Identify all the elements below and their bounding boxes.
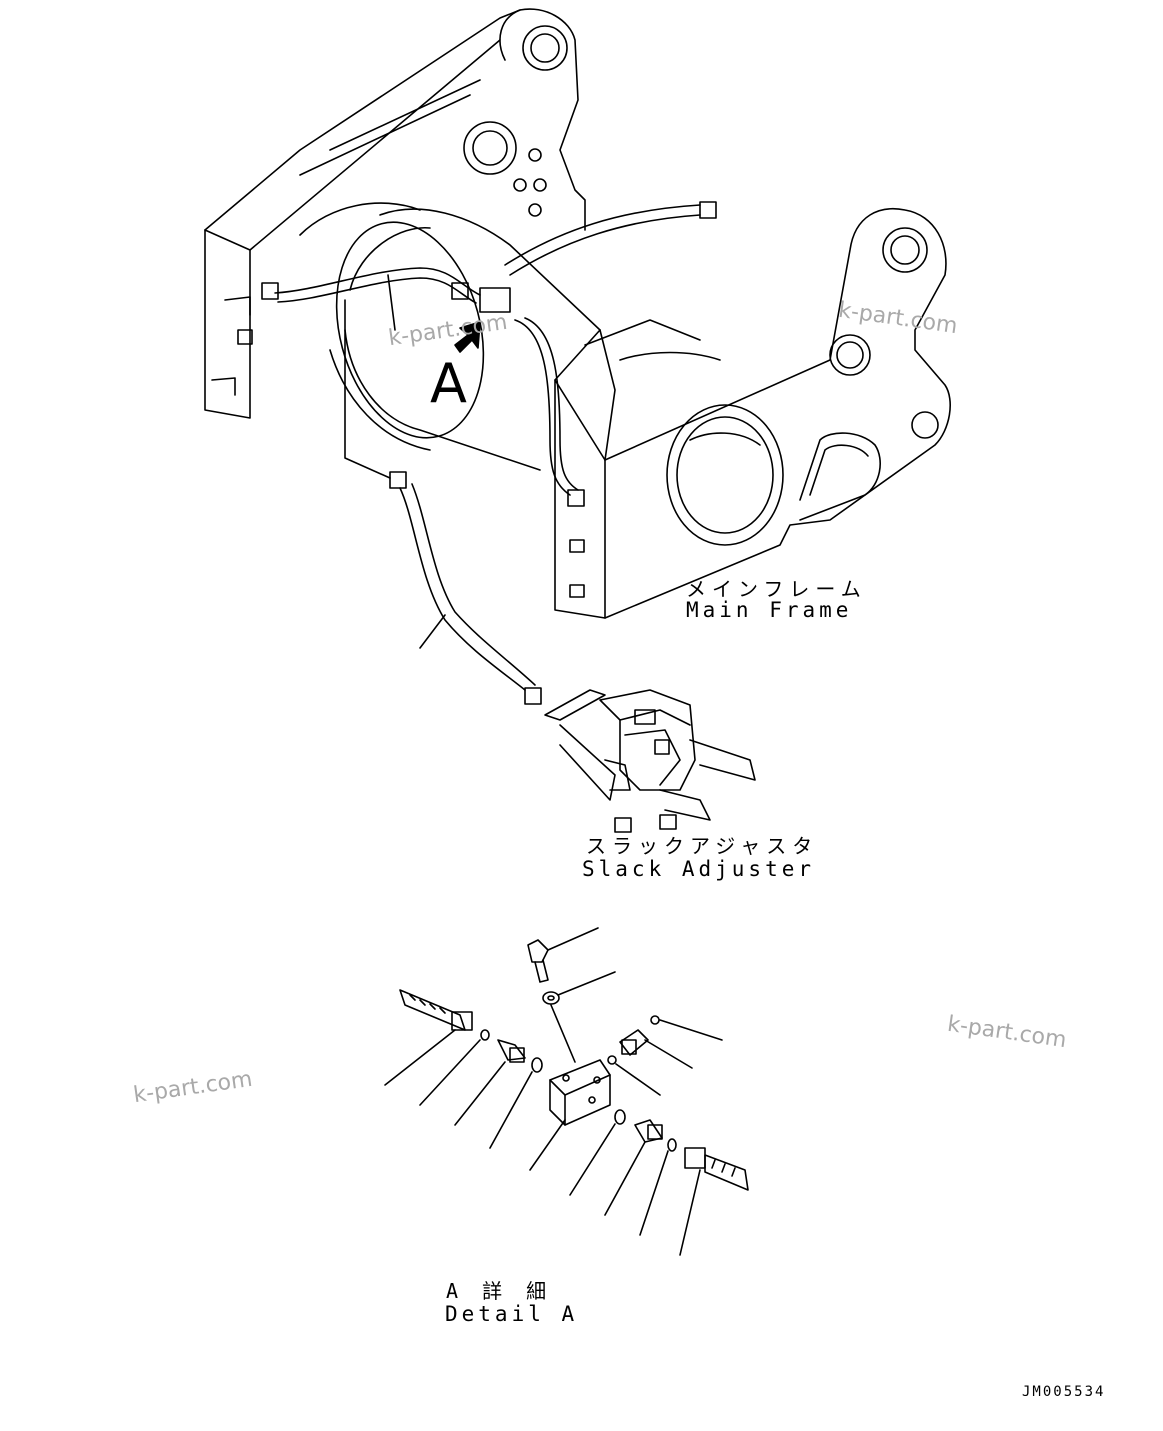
drawing-code: JM005534 <box>1022 1384 1106 1400</box>
lower-hose <box>390 472 541 704</box>
detail-a <box>385 928 748 1255</box>
slack-adjuster <box>545 690 755 832</box>
view-marker-a: A <box>430 352 467 415</box>
upper-hoses <box>262 202 716 506</box>
slack-adjuster-label-en: Slack Adjuster <box>582 857 816 881</box>
detail-a-label-jp: A 詳 細 <box>446 1279 553 1303</box>
detail-a-label-en: Detail A <box>445 1302 579 1326</box>
main-frame-label-jp: メインフレーム <box>686 577 867 601</box>
slack-adjuster-label-jp: スラックアジャスタ <box>586 834 819 858</box>
main-frame <box>205 9 950 618</box>
main-frame-label-en: Main Frame <box>686 598 853 622</box>
view-arrow <box>455 322 480 352</box>
